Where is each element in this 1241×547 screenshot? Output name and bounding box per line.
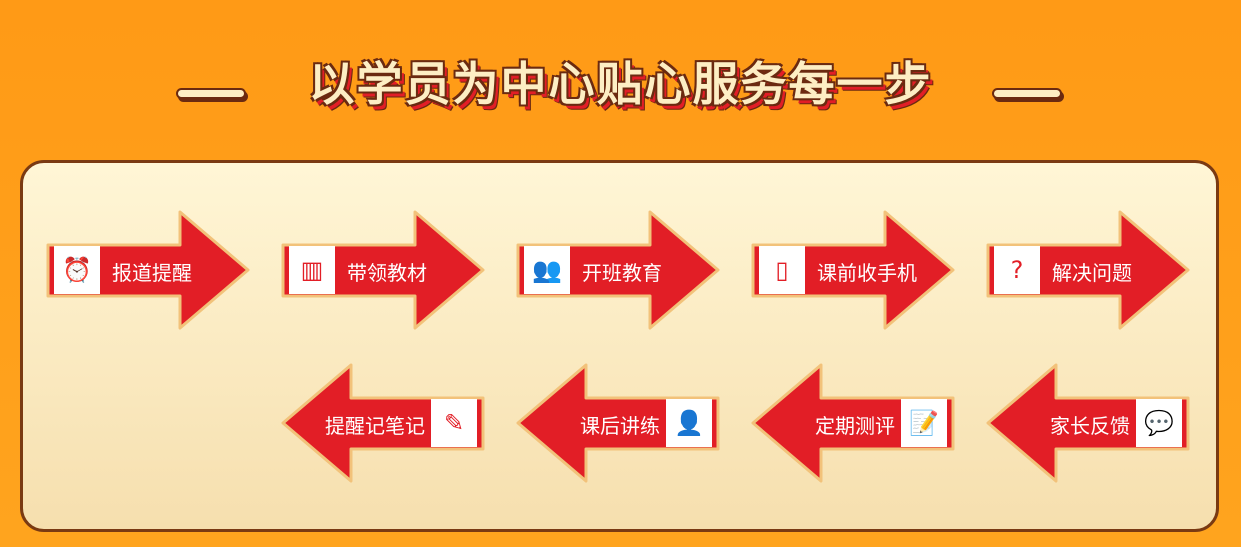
step-label: 课前收手机 [817,261,917,285]
step-arrow-8: 📝 定期测评 [751,363,955,483]
alarm-clock-icon: ⏰ [54,246,100,294]
step-arrow-5: ? 解决问题 [986,210,1190,330]
step-label: 定期测评 [815,414,895,438]
step-label: 带领教材 [347,261,427,285]
step-arrow-9: 💬 家长反馈 [986,363,1190,483]
step-label: 解决问题 [1052,261,1132,285]
step-arrow-1: ⏰ 报道提醒 [46,210,250,330]
classroom-icon: 👥 [524,246,570,294]
title-dash-left [178,90,244,97]
phone-icon: ▯ [759,246,805,294]
step-label: 报道提醒 [112,261,192,285]
step-label: 开班教育 [582,261,662,285]
title-dash-right [994,90,1060,97]
test-paper-icon: 📝 [901,399,947,447]
step-arrow-3: 👥 开班教育 [516,210,720,330]
step-label: 家长反馈 [1050,414,1130,438]
page-title: 以学员为中心贴心服务每一步 [308,57,933,111]
step-arrow-4: ▯ 课前收手机 [751,210,955,330]
step-arrow-6: ✎ 提醒记笔记 [281,363,485,483]
chat-icon: 💬 [1136,399,1182,447]
pen-icon: ✎ [431,399,477,447]
tutor-icon: 👤 [666,399,712,447]
process-panel [20,160,1219,532]
step-label: 提醒记笔记 [325,414,425,438]
books-icon: ▥ [289,246,335,294]
question-icon: ? [994,246,1040,294]
step-arrow-7: 👤 课后讲练 [516,363,720,483]
step-label: 课后讲练 [580,414,660,438]
step-arrow-2: ▥ 带领教材 [281,210,485,330]
